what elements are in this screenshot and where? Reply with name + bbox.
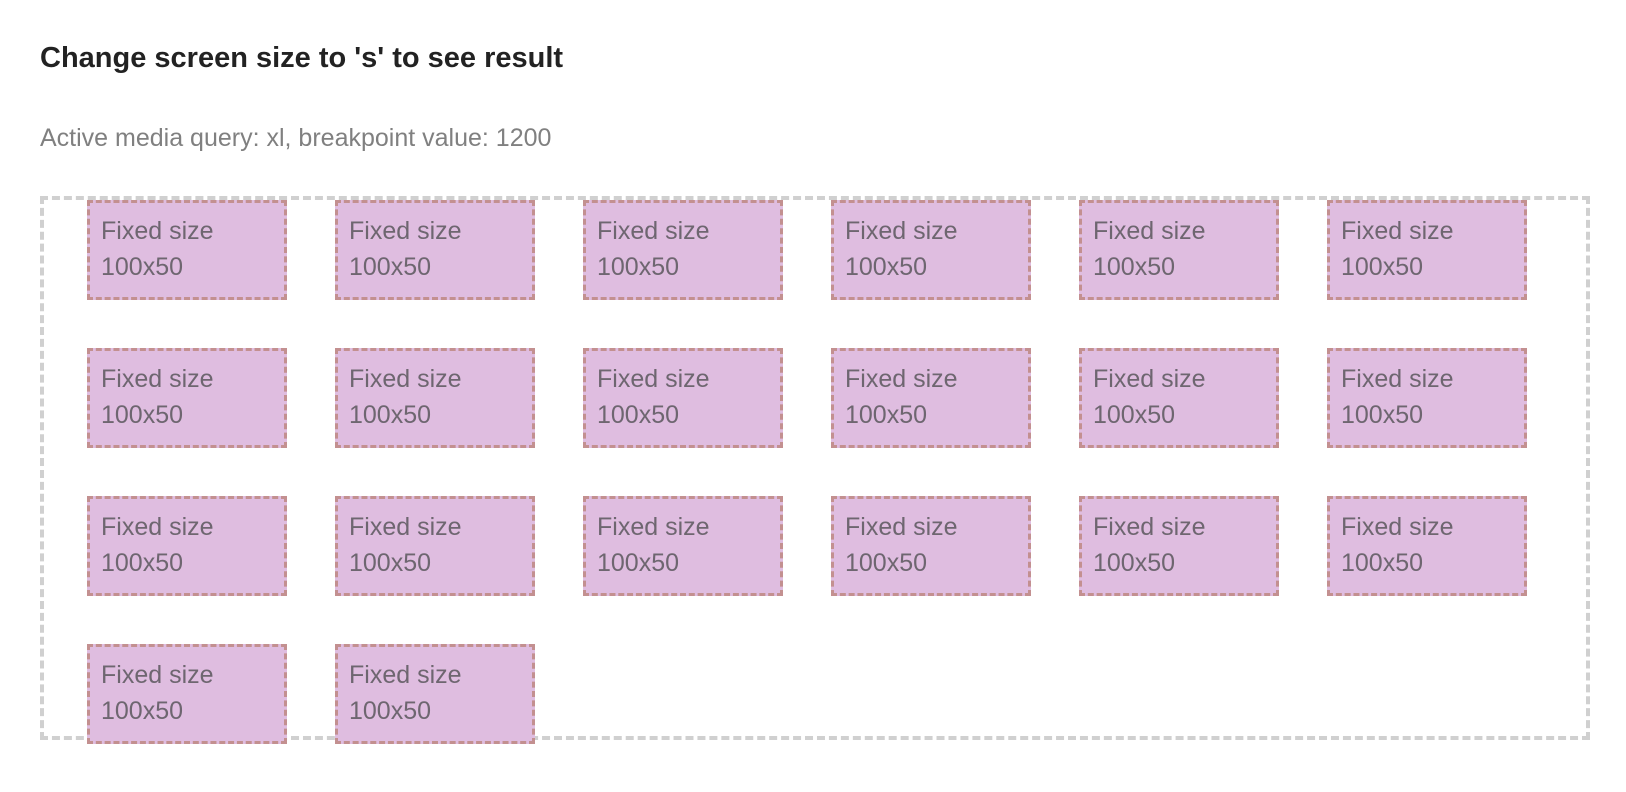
box-label: Fixed size (349, 365, 462, 393)
fixed-size-box: Fixed size 100x50 (1079, 200, 1279, 300)
box-label: Fixed size (101, 217, 214, 245)
box-label: Fixed size (349, 513, 462, 541)
fixed-size-box: Fixed size 100x50 (87, 496, 287, 596)
box-size-label: 100x50 (1341, 401, 1424, 429)
fixed-size-box: Fixed size 100x50 (583, 200, 783, 300)
fixed-size-box: Fixed size 100x50 (335, 644, 535, 744)
box-size-label: 100x50 (597, 549, 680, 577)
box-size-label: 100x50 (845, 401, 928, 429)
box-label: Fixed size (597, 217, 710, 245)
box-size-label: 100x50 (101, 697, 184, 725)
box-size-label: 100x50 (101, 253, 184, 281)
fixed-size-box: Fixed size 100x50 (1327, 348, 1527, 448)
fixed-size-box: Fixed size 100x50 (831, 348, 1031, 448)
box-size-label: 100x50 (1093, 549, 1176, 577)
media-query-status: Active media query: xl, breakpoint value… (40, 124, 552, 152)
fixed-size-box: Fixed size 100x50 (87, 200, 287, 300)
box-size-label: 100x50 (1093, 401, 1176, 429)
box-label: Fixed size (1341, 513, 1454, 541)
box-label: Fixed size (349, 661, 462, 689)
fixed-size-box: Fixed size 100x50 (87, 644, 287, 744)
fixed-size-box: Fixed size 100x50 (335, 348, 535, 448)
fixed-size-box: Fixed size 100x50 (335, 200, 535, 300)
box-label: Fixed size (101, 365, 214, 393)
box-label: Fixed size (845, 513, 958, 541)
box-label: Fixed size (1341, 365, 1454, 393)
box-size-label: 100x50 (597, 401, 680, 429)
box-size-label: 100x50 (845, 253, 928, 281)
box-size-label: 100x50 (1341, 549, 1424, 577)
box-size-label: 100x50 (349, 697, 432, 725)
fixed-size-box: Fixed size 100x50 (583, 496, 783, 596)
fixed-size-box: Fixed size 100x50 (335, 496, 535, 596)
box-label: Fixed size (845, 217, 958, 245)
box-label: Fixed size (597, 365, 710, 393)
box-label: Fixed size (101, 513, 214, 541)
fixed-size-box: Fixed size 100x50 (1327, 200, 1527, 300)
box-label: Fixed size (1341, 217, 1454, 245)
fixed-size-box: Fixed size 100x50 (87, 348, 287, 448)
fixed-size-box: Fixed size 100x50 (831, 200, 1031, 300)
box-size-label: 100x50 (845, 549, 928, 577)
fixed-size-box: Fixed size 100x50 (583, 348, 783, 448)
box-label: Fixed size (845, 365, 958, 393)
box-size-label: 100x50 (349, 549, 432, 577)
fixed-size-box: Fixed size 100x50 (1327, 496, 1527, 596)
box-size-label: 100x50 (1093, 253, 1176, 281)
box-size-label: 100x50 (101, 401, 184, 429)
fixed-size-box: Fixed size 100x50 (1079, 348, 1279, 448)
box-label: Fixed size (597, 513, 710, 541)
fixed-size-box: Fixed size 100x50 (1079, 496, 1279, 596)
fixed-size-box: Fixed size 100x50 (831, 496, 1031, 596)
page-title: Change screen size to 's' to see result (40, 42, 564, 74)
box-size-label: 100x50 (597, 253, 680, 281)
box-label: Fixed size (1093, 365, 1206, 393)
box-label: Fixed size (101, 661, 214, 689)
box-size-label: 100x50 (349, 253, 432, 281)
box-size-label: 100x50 (101, 549, 184, 577)
box-label: Fixed size (349, 217, 462, 245)
box-size-label: 100x50 (1341, 253, 1424, 281)
box-size-label: 100x50 (349, 401, 432, 429)
box-label: Fixed size (1093, 217, 1206, 245)
box-label: Fixed size (1093, 513, 1206, 541)
